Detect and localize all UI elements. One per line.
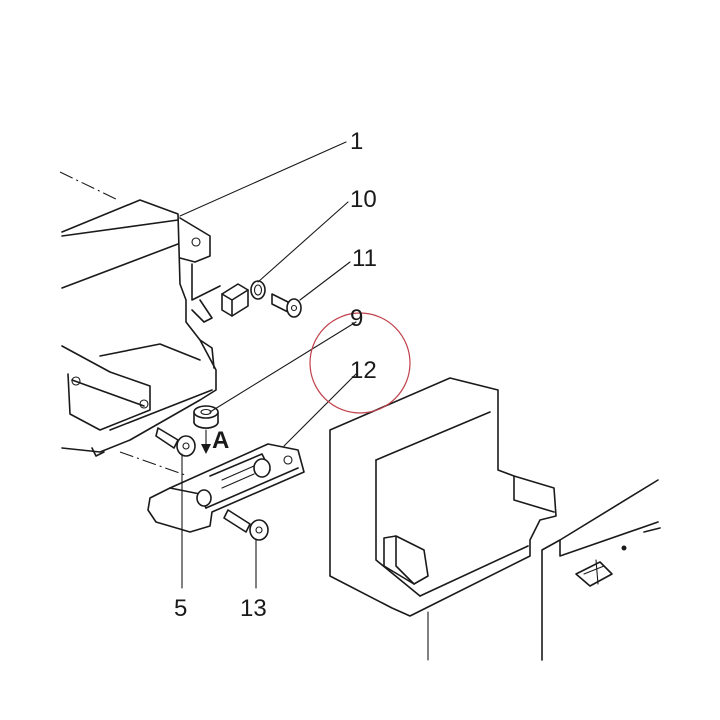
screw-part-11 [271,293,302,318]
grommet-part-9 [193,405,219,429]
highlight-circle [309,312,411,414]
callout-1: 1 [350,128,363,155]
callout-5: 5 [174,595,187,622]
view-arrow-a [201,429,211,454]
callout-11: 11 [352,245,377,272]
center-line [59,171,119,201]
view-label-a: A [212,427,229,454]
callout-12: 12 [350,357,377,384]
washer-part-10 [250,280,266,300]
callout-9: 9 [350,305,363,332]
cover-block [329,377,557,661]
adjacent-panel [541,479,661,661]
bracket-block [221,283,249,317]
screw-part-5 [155,427,196,457]
leader-lines [179,141,357,589]
screw-part-13 [223,509,269,541]
callout-10: 10 [350,186,377,213]
hinge-bracket-part-12 [147,443,305,533]
housing-part-1 [61,199,221,477]
callout-13: 13 [240,595,267,622]
